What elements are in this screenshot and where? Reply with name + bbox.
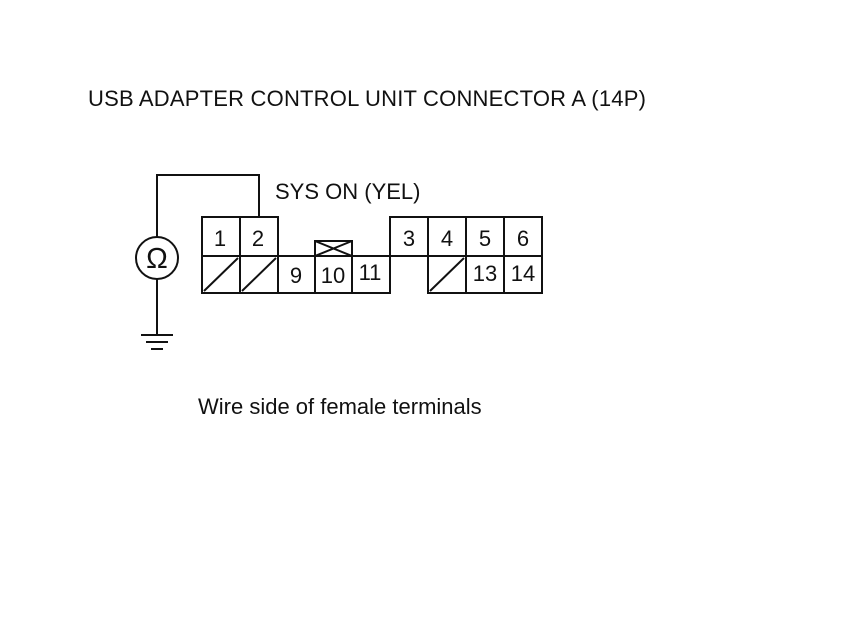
probe-wire [156,174,260,237]
terminal-9: 9 [290,263,302,288]
view-caption: Wire side of female terminals [198,394,482,419]
connector-title: USB ADAPTER CONTROL UNIT CONNECTOR A (14… [88,86,647,111]
terminal-1: 1 [214,226,226,251]
terminal-4: 4 [441,226,453,251]
terminal-5: 5 [479,226,491,251]
lock-tab-icon [314,240,353,257]
terminal-11: 11 [359,260,382,285]
terminal-10: 10 [321,263,345,288]
ground-icon [141,334,173,350]
terminal-3: 3 [403,226,415,251]
wire-label: SYS ON (YEL) [275,179,421,204]
empty-cavity-7 [203,257,239,292]
terminal-2: 2 [252,226,264,251]
terminal-6: 6 [517,226,529,251]
terminal-14: 14 [511,261,535,286]
terminal-13: 13 [473,261,497,286]
empty-cavity-12 [429,257,465,292]
ohm-symbol: Ω [146,243,168,275]
empty-cavity-8 [241,257,277,292]
